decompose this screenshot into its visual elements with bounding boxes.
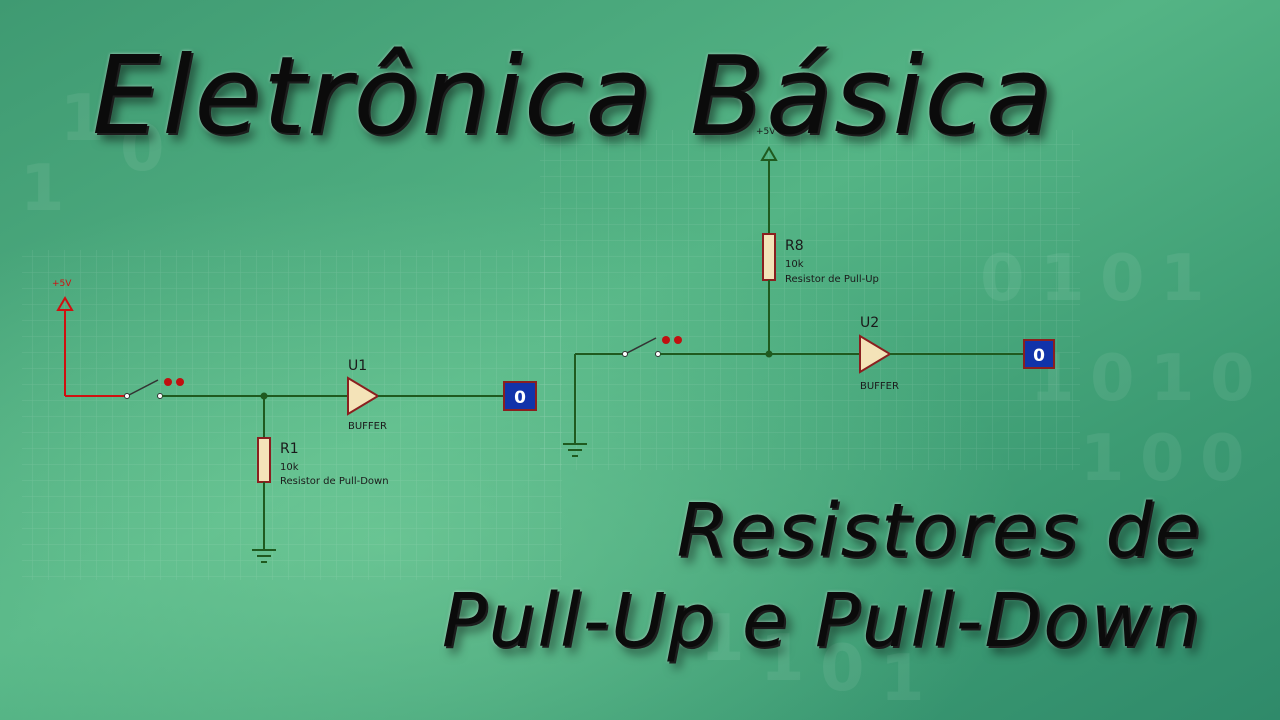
resistor-icon bbox=[762, 233, 776, 281]
supply-label: +5V bbox=[756, 127, 776, 137]
svg-text:0: 0 bbox=[1140, 422, 1185, 496]
subtitle-line-2: Pull-Up e Pull-Down bbox=[441, 578, 1202, 664]
resistor-value: 10k bbox=[280, 462, 299, 473]
svg-text:0: 0 bbox=[1210, 342, 1255, 416]
buffer-type: BUFFER bbox=[348, 421, 387, 432]
subtitle-line-1: Resistores de bbox=[676, 488, 1202, 574]
buffer-icon bbox=[859, 334, 892, 374]
schematic-grid-left bbox=[22, 250, 562, 580]
resistor-ref: R8 bbox=[785, 238, 804, 254]
buffer-icon bbox=[347, 376, 380, 416]
ground-icon bbox=[252, 549, 276, 563]
buffer-ref: U1 bbox=[348, 358, 367, 374]
buffer-ref: U2 bbox=[860, 315, 879, 331]
svg-text:0: 0 bbox=[820, 632, 865, 706]
svg-text:1: 1 bbox=[1080, 422, 1125, 496]
svg-text:1: 1 bbox=[1150, 342, 1195, 416]
supply-label: +5V bbox=[52, 279, 72, 289]
circuit-right: +5V R8 10k Resistor de Pull-Up U2 BUFFER… bbox=[563, 127, 1055, 457]
resistor-desc: Resistor de Pull-Down bbox=[280, 476, 389, 487]
svg-text:1: 1 bbox=[1160, 242, 1205, 316]
logic-probe-value: 0 bbox=[1033, 346, 1045, 366]
resistor-desc: Resistor de Pull-Up bbox=[785, 274, 879, 285]
logic-probe-value: 0 bbox=[514, 388, 526, 408]
svg-text:1: 1 bbox=[60, 82, 105, 156]
svg-text:1: 1 bbox=[880, 642, 925, 716]
svg-text:0: 0 bbox=[1100, 242, 1145, 316]
logic-probe bbox=[1023, 339, 1055, 369]
svg-text:1: 1 bbox=[700, 602, 745, 676]
logic-probe bbox=[503, 381, 537, 411]
resistor-ref: R1 bbox=[280, 441, 299, 457]
switch-icon bbox=[622, 336, 682, 357]
svg-text:0: 0 bbox=[1090, 342, 1135, 416]
buffer-type: BUFFER bbox=[860, 381, 899, 392]
ground-icon bbox=[563, 443, 587, 457]
svg-text:1: 1 bbox=[20, 152, 65, 226]
svg-text:0: 0 bbox=[1200, 422, 1245, 496]
main-title: Eletrônica Básica bbox=[92, 34, 1054, 159]
svg-text:1: 1 bbox=[760, 622, 805, 696]
svg-text:0: 0 bbox=[120, 112, 165, 186]
circuit-left: +5V R1 10k Resistor de Pull-Down U1 BUF bbox=[52, 279, 537, 563]
schematic-grid-right bbox=[540, 130, 1080, 470]
resistor-value: 10k bbox=[785, 259, 804, 270]
resistor-icon bbox=[257, 437, 271, 483]
